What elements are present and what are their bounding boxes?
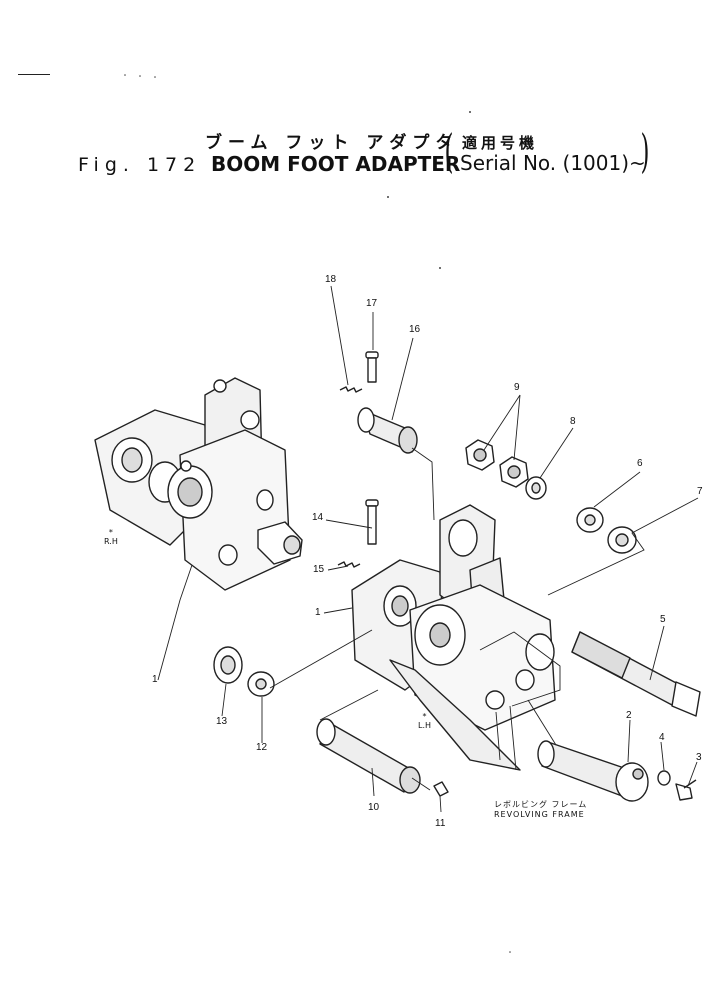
serial-number: Serial No. (1001)~ [460, 151, 646, 175]
callout-7: 7 [697, 486, 703, 497]
callout-1-rh: 1 [152, 674, 158, 685]
callout-14: 14 [312, 512, 324, 523]
open-paren: ( [444, 124, 454, 178]
part-15-spring [337, 561, 361, 568]
callout-6: 6 [637, 458, 643, 469]
lh-text: L.H [418, 721, 432, 730]
part-17-pin [365, 351, 379, 383]
revolving-frame-en: REVOLVING FRAME [494, 810, 585, 819]
top-rule [18, 74, 50, 75]
print-specks [124, 74, 511, 953]
callout-5: 5 [660, 614, 666, 625]
callout-4: 4 [659, 732, 665, 743]
callout-9: 9 [514, 382, 520, 393]
lh-mark: * [422, 712, 427, 721]
lh-label: * L.H [418, 712, 431, 730]
rh-text: R.H [104, 537, 118, 546]
part-7-washer [607, 526, 637, 554]
callout-15: 15 [313, 564, 325, 575]
callout-18: 18 [325, 274, 337, 285]
rh-label: * R.H [104, 528, 118, 546]
rh-mark: * [108, 528, 113, 537]
callout-11: 11 [435, 818, 446, 829]
close-paren: ) [640, 124, 650, 178]
part-13-washer [213, 646, 243, 684]
callout-17: 17 [366, 298, 378, 309]
part-18-spring [339, 386, 363, 393]
revolving-frame-label: レボルビング フレーム REVOLVING FRAME [494, 800, 587, 820]
part-3-bolt [675, 779, 697, 801]
callout-3: 3 [696, 752, 702, 763]
callout-2: 2 [626, 710, 632, 721]
figure-number: Fig. 172 [78, 154, 202, 176]
revolving-frame-jp: レボルビング フレーム [494, 800, 588, 809]
part-2-pin [537, 740, 649, 802]
leader-lines [157, 285, 699, 813]
callout-12: 12 [256, 742, 268, 753]
part-12-washer [247, 671, 275, 697]
part-10-pin [316, 718, 421, 794]
callout-13: 13 [216, 716, 228, 727]
title-japanese: ブーム フット アダプタ [205, 133, 459, 153]
part-4-washer [657, 770, 671, 786]
part-14-pin [365, 499, 379, 545]
part-6-washer [576, 507, 604, 533]
part-9-nuts [465, 439, 529, 488]
callout-1-lh: 1 [315, 607, 321, 618]
part-5-bolt [571, 631, 701, 717]
part-11-fitting [433, 781, 449, 797]
part-8-washer [525, 476, 547, 500]
callout-10: 10 [368, 802, 380, 813]
lh-adapter-assembly [351, 504, 556, 771]
page-title: BOOM FOOT ADAPTER [211, 152, 461, 176]
callout-8: 8 [570, 416, 576, 427]
part-16-sleeve [357, 407, 418, 454]
callout-16: 16 [409, 324, 421, 335]
serial-label-japanese: 適用号機 [462, 134, 539, 152]
rh-adapter-assembly [94, 377, 303, 591]
